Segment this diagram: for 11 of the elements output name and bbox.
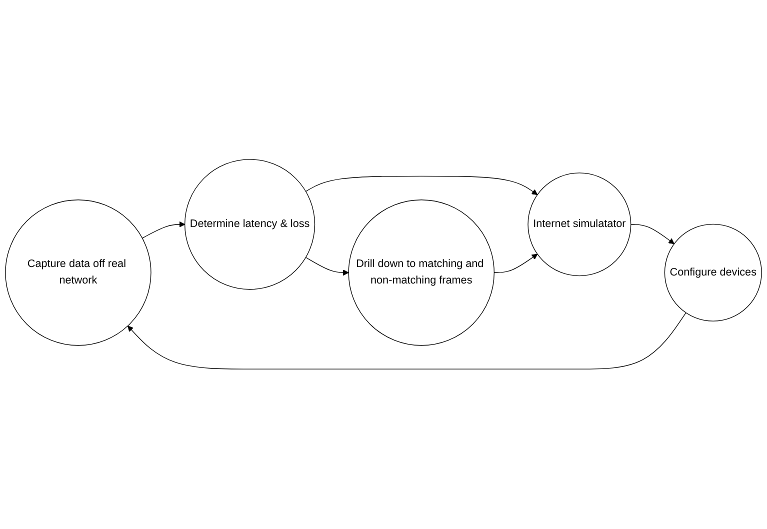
node-circle: Configure devices <box>664 224 762 322</box>
node-circle: Internet simulatator <box>528 172 632 276</box>
arrow <box>142 222 186 239</box>
arrow <box>494 254 538 274</box>
node-circle: Capture data off real network <box>5 200 152 346</box>
arrow <box>127 312 686 370</box>
arrow <box>305 257 349 276</box>
node-circle: Determine latency & loss <box>184 159 316 290</box>
node-circle: Drill down to matching and non-matching frames <box>348 200 494 346</box>
arrow <box>305 176 538 196</box>
arrow <box>630 224 674 244</box>
